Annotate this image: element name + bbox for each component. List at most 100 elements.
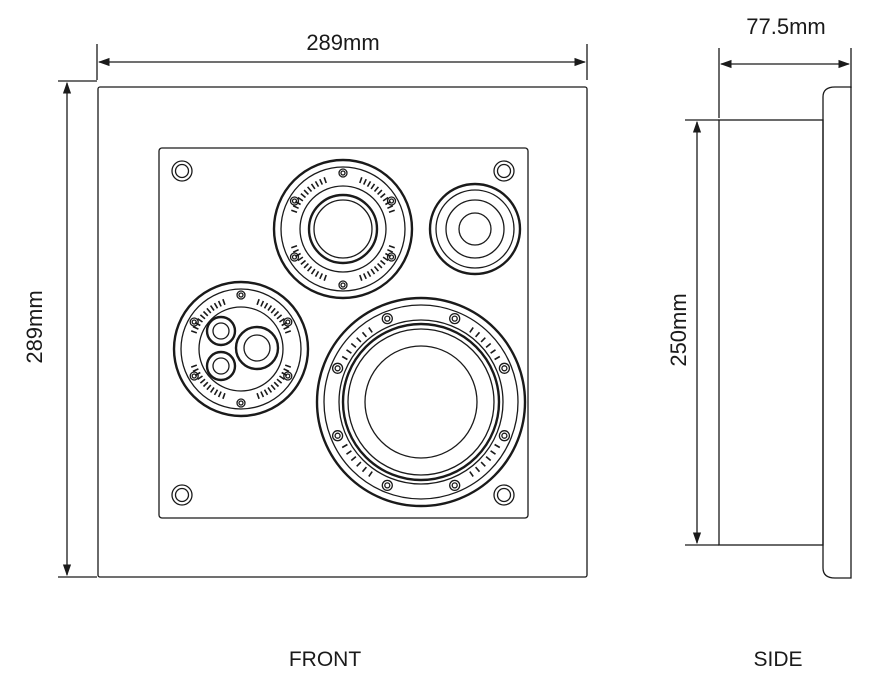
ring-screw [340, 282, 346, 288]
ring-lettering-mark [387, 248, 394, 253]
ring-lettering-mark [370, 268, 376, 275]
ring-lettering-mark [490, 450, 496, 455]
ring-lettering-mark [366, 181, 372, 187]
ring-screw [283, 317, 293, 327]
ring-screw [384, 482, 391, 489]
ring-lettering-mark [192, 368, 199, 373]
ring-lettering-mark [273, 310, 280, 317]
tweeter-cluster [172, 280, 310, 418]
ring-lettering-mark [199, 378, 206, 384]
ring-lettering-mark [202, 381, 209, 388]
ring-lettering-mark [494, 443, 501, 449]
ring-lettering-mark [276, 314, 283, 320]
ring-screw [191, 373, 197, 379]
ring-lettering-mark [190, 364, 198, 368]
ring-lettering-mark [206, 307, 212, 314]
ring-lettering-mark [202, 310, 209, 317]
ring-lettering-mark [267, 305, 273, 311]
ring-lettering-mark [341, 355, 348, 361]
ring-lettering-mark [323, 274, 327, 281]
ring-lettering-mark [197, 317, 203, 323]
ring-lettering-mark [217, 391, 222, 398]
ring-screw [238, 292, 244, 298]
woofer-driver [315, 296, 527, 508]
ring-lettering-mark [295, 200, 301, 206]
ring-lettering-mark [346, 349, 352, 354]
ring-lettering-mark [350, 455, 357, 462]
ring-lettering-mark [359, 177, 363, 184]
ring-lettering-mark [314, 271, 320, 277]
ring-lettering-mark [279, 375, 285, 381]
ring-lettering-mark [373, 265, 380, 272]
dome-tweeter [428, 182, 522, 276]
ring-lettering-mark [222, 392, 226, 400]
ring-lettering-mark [379, 192, 386, 199]
side-height-label: 250mm [666, 293, 691, 366]
ring-lettering-mark [362, 273, 367, 280]
ring-screw [451, 482, 458, 489]
ring-lettering-mark [213, 302, 219, 309]
ring-screw [386, 252, 397, 262]
ring-lettering-mark [368, 327, 373, 333]
ring-screw [501, 432, 508, 439]
ring-screw [334, 432, 341, 439]
ring-lettering-mark [382, 256, 389, 262]
ring-lettering-mark [199, 314, 206, 320]
ring-lettering-mark [377, 189, 383, 195]
ring-lettering-mark [361, 331, 368, 338]
ring-lettering-mark [469, 327, 474, 333]
ring-screw [338, 168, 348, 178]
ring-screw [289, 252, 300, 262]
ring-lettering-mark [256, 298, 260, 306]
ring-screw [291, 254, 298, 260]
ring-lettering-mark [494, 355, 501, 361]
ring-screw [384, 315, 391, 322]
ring-lettering-mark [306, 265, 313, 272]
ring-lettering-mark [194, 371, 201, 377]
side-depth-label: 77.5mm [746, 14, 825, 39]
ring-screw [189, 371, 199, 381]
ring-lettering-mark [284, 364, 292, 368]
ring-lettering-mark [222, 298, 226, 306]
ring-lettering-mark [474, 466, 481, 473]
corner-screw-bottom-left [171, 484, 193, 506]
ring-lettering-mark [319, 273, 324, 280]
ring-lettering-mark [359, 274, 363, 281]
ring-lettering-mark [323, 177, 327, 184]
ring-screw [285, 373, 291, 379]
ring-lettering-mark [283, 368, 290, 373]
ring-lettering-mark [209, 387, 215, 393]
ring-screw [449, 479, 461, 492]
ring-lettering-mark [480, 337, 486, 343]
ring-screw [386, 196, 397, 206]
ring-lettering-mark [490, 349, 496, 354]
midrange-ring-lettering [291, 177, 395, 281]
ring-lettering-mark [366, 271, 372, 277]
ring-lettering-mark [291, 209, 298, 213]
ring-lettering-mark [474, 331, 481, 338]
ring-lettering-mark [314, 181, 320, 187]
ring-lettering-mark [387, 205, 394, 210]
ring-lettering-mark [260, 300, 265, 307]
corner-screw-top-right [493, 160, 515, 182]
ring-lettering-mark [209, 305, 215, 311]
ring-lettering-mark [382, 196, 389, 202]
ring-lettering-mark [469, 471, 474, 477]
front-width-label: 289mm [306, 30, 379, 55]
ring-lettering-mark [213, 389, 219, 396]
ring-lettering-mark [276, 378, 283, 384]
ring-lettering-mark [306, 186, 313, 193]
ring-lettering-mark [370, 183, 376, 190]
ring-lettering-mark [292, 205, 299, 210]
ring-lettering-mark [300, 259, 307, 266]
ring-lettering-mark [346, 450, 352, 455]
midrange-ring-screws [289, 168, 397, 290]
ring-lettering-mark [368, 471, 373, 477]
ring-screw [334, 365, 341, 372]
ring-lettering-mark [267, 387, 273, 393]
ring-lettering-mark [341, 443, 348, 449]
ring-lettering-mark [361, 466, 368, 473]
ring-lettering-mark [319, 178, 324, 185]
ring-lettering-mark [279, 317, 285, 323]
ring-screw [449, 312, 461, 325]
